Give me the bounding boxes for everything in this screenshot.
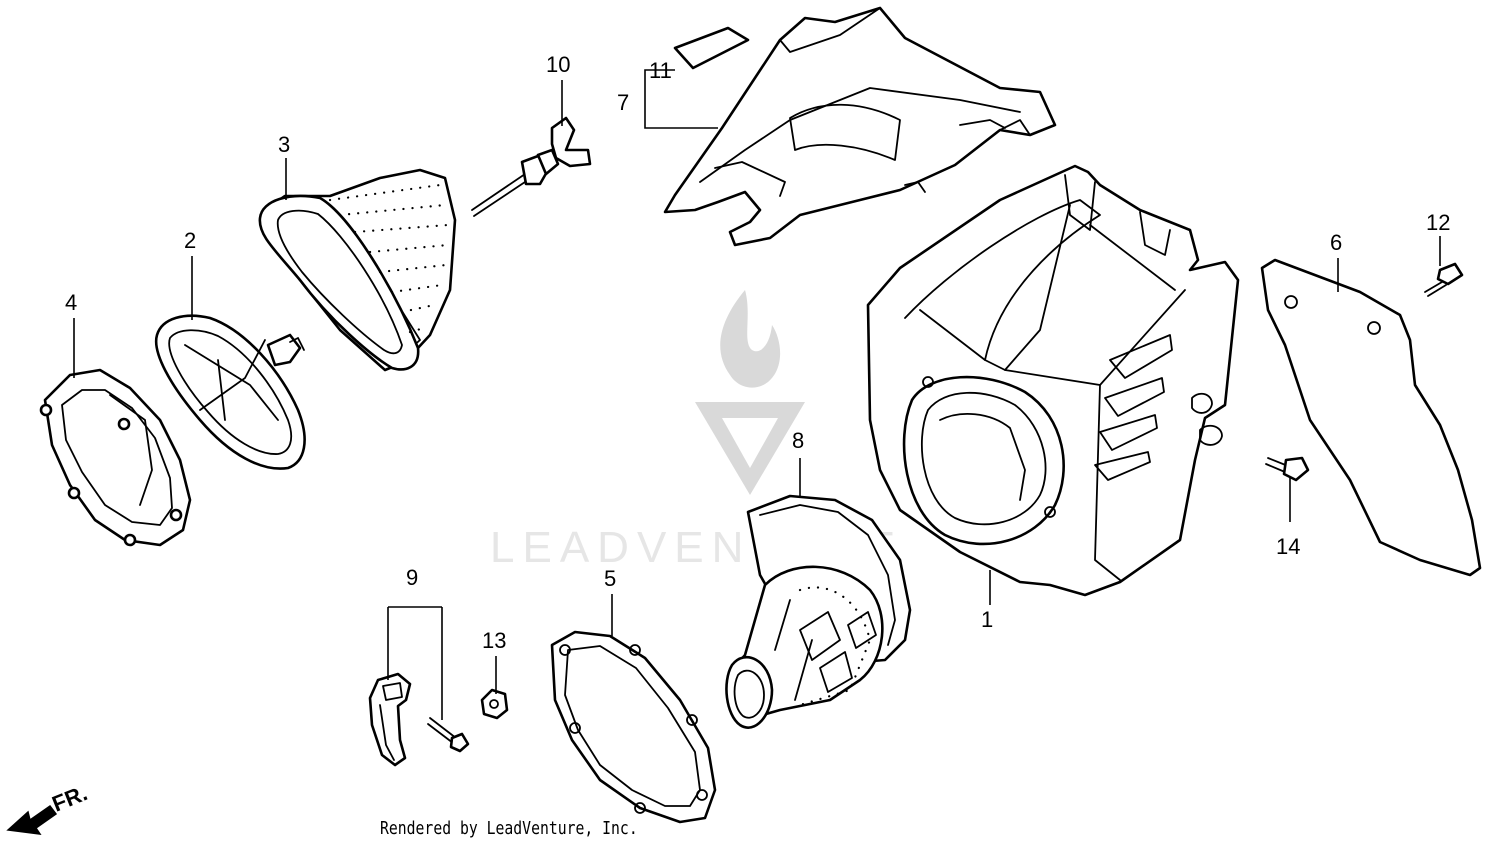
callout-9: 9 xyxy=(406,565,418,590)
part-2-element-holder xyxy=(154,314,306,470)
part-13-nut xyxy=(480,688,509,720)
callout-7: 7 xyxy=(617,90,629,115)
callout-4: 4 xyxy=(65,290,77,315)
callout-3: 3 xyxy=(278,132,290,157)
callout-14: 14 xyxy=(1276,534,1300,559)
callout-12: 12 xyxy=(1426,210,1450,235)
front-label: FR. xyxy=(49,780,91,816)
part-5-gasket xyxy=(550,630,717,824)
part-9-clamp-band xyxy=(368,672,412,767)
part-6-side-cover xyxy=(1260,258,1482,577)
callout-10: 10 xyxy=(546,52,570,77)
footer-credit: Rendered by LeadVenture, Inc. xyxy=(380,818,638,839)
callout-5: 5 xyxy=(604,566,616,591)
part-4-holder-plate xyxy=(39,368,192,547)
part-10-wing-bolt xyxy=(471,116,592,217)
callout-6: 6 xyxy=(1330,230,1342,255)
part-8-connecting-tube xyxy=(725,494,912,729)
callout-8: 8 xyxy=(792,428,804,453)
part-3-filter-element xyxy=(258,168,457,372)
part-9-clamp-screw xyxy=(427,717,470,753)
callout-13: 13 xyxy=(482,628,506,653)
part-7-top-cover xyxy=(663,6,1057,247)
callout-11: 11 xyxy=(649,58,672,83)
callout-2: 2 xyxy=(184,228,196,253)
part-12-bolt xyxy=(1424,262,1464,297)
leader-lines xyxy=(73,69,1441,720)
part-14-bolt xyxy=(1265,456,1310,482)
part-1-air-cleaner-case xyxy=(866,164,1240,597)
callout-1: 1 xyxy=(981,607,993,632)
front-direction-arrow: FR. xyxy=(6,780,91,835)
part-11-sticker xyxy=(673,26,750,70)
arrow-icon xyxy=(6,804,58,835)
